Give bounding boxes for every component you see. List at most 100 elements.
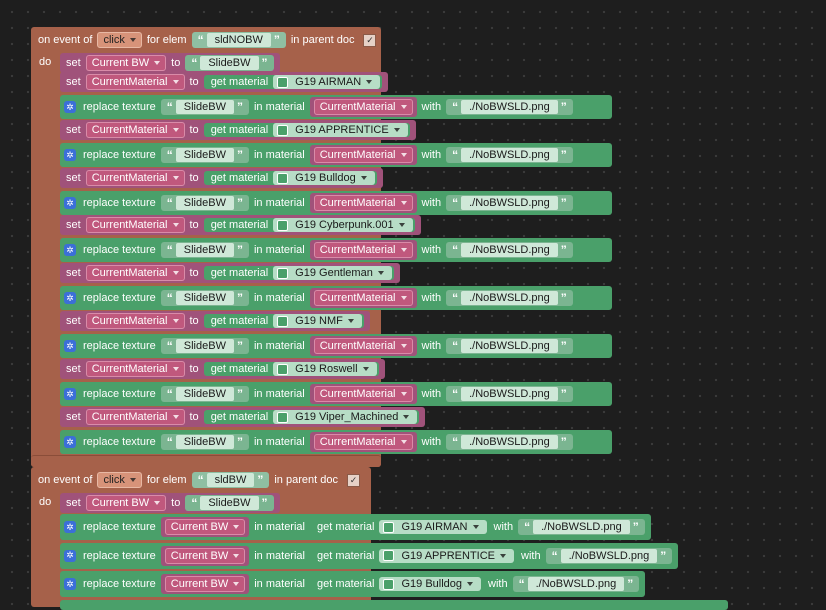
material-name-dropdown[interactable]: G19 APPRENTICE [379,548,515,563]
current-material-dropdown[interactable]: CurrentMaterial [313,242,413,258]
current-material-dropdown[interactable]: CurrentMaterial [313,434,413,450]
material-name-dropdown[interactable]: G19 NMF [273,314,362,328]
material-name-dropdown[interactable]: G19 APPRENTICE [273,123,408,137]
replace-texture-block-partial[interactable] [60,600,728,610]
set-current-bw-block[interactable]: set Current BW to “SlideBW” [60,493,280,513]
slidebw-string[interactable]: “SlideBW” [160,147,249,163]
texture-file-string[interactable]: “./NoBWSLD.png” [446,386,573,402]
current-material-dropdown[interactable]: CurrentMaterial [313,290,413,306]
event-header-sldnobw[interactable]: on event of click for elem “sldNOBW” in … [36,30,377,50]
current-material-dropdown[interactable]: CurrentMaterial [313,386,413,402]
current-material-variable[interactable]: CurrentMaterial [309,145,417,165]
gear-icon[interactable]: ✲ [64,578,76,590]
current-material-dropdown[interactable]: CurrentMaterial [85,313,185,329]
texture-file-string[interactable]: “./NoBWSLD.png” [446,242,573,258]
slidebw-string[interactable]: “SlideBW” [160,99,249,115]
material-name-dropdown[interactable]: G19 Viper_Machined [273,410,418,424]
current-bw-variable[interactable]: Current BW [160,574,250,594]
material-name-dropdown[interactable]: G19 AIRMAN [379,520,487,534]
slidebw-string[interactable]: “SlideBW” [160,386,249,402]
current-material-dropdown[interactable]: CurrentMaterial [313,195,413,211]
gear-icon[interactable]: ✲ [64,436,76,448]
material-name-dropdown[interactable]: G19 Bulldog [379,577,482,591]
gear-icon[interactable]: ✲ [64,292,76,304]
slidebw-string[interactable]: “SlideBW” [185,495,274,511]
current-bw-dropdown[interactable]: Current BW [164,547,246,564]
elem-id-string[interactable]: “sldNOBW” [191,32,286,48]
current-material-dropdown[interactable]: CurrentMaterial [313,147,413,163]
material-name-dropdown[interactable]: G19 Gentleman [273,266,392,280]
gear-icon[interactable]: ✲ [64,149,76,161]
current-material-dropdown[interactable]: CurrentMaterial [85,74,185,90]
current-material-variable[interactable]: CurrentMaterial [309,336,417,356]
slidebw-string[interactable]: “SlideBW” [160,434,249,450]
current-material-variable[interactable]: CurrentMaterial [309,288,417,308]
current-bw-dropdown[interactable]: Current BW [164,576,246,592]
current-material-variable[interactable]: CurrentMaterial [309,193,417,213]
texture-file-string[interactable]: “./NoBWSLD.png” [446,434,573,450]
current-material-dropdown[interactable]: CurrentMaterial [85,265,185,281]
in-parent-doc-checkbox[interactable]: ✓ [363,33,377,47]
event-type-dropdown[interactable]: click [97,32,142,48]
gear-icon[interactable]: ✲ [64,521,76,533]
slidebw-string[interactable]: “SlideBW” [185,55,274,71]
current-material-dropdown[interactable]: CurrentMaterial [85,361,185,377]
texture-file-string[interactable]: “./NoBWSLD.png” [512,576,640,592]
set-current-bw-block[interactable]: set Current BW to “SlideBW” [60,53,280,73]
current-bw-dropdown[interactable]: Current BW [85,495,167,511]
material-name-dropdown[interactable]: G19 Bulldog [273,171,375,185]
elem-id-string[interactable]: “sldBW” [191,472,270,488]
texture-file-string[interactable]: “./NoBWSLD.png” [446,338,573,354]
current-bw-dropdown[interactable]: Current BW [164,519,246,535]
current-bw-dropdown[interactable]: Current BW [85,55,167,71]
current-bw-variable[interactable]: Current BW [160,517,250,537]
material-name-dropdown[interactable]: G19 Roswell [273,362,377,376]
material-name-dropdown[interactable]: G19 AIRMAN [273,75,381,89]
in-parent-doc-checkbox[interactable]: ✓ [346,473,360,487]
current-bw-variable[interactable]: Current BW [160,545,250,566]
current-material-dropdown[interactable]: CurrentMaterial [85,122,185,138]
current-material-dropdown[interactable]: CurrentMaterial [313,99,413,115]
gear-icon[interactable]: ✲ [64,340,76,352]
slidebw-string[interactable]: “SlideBW” [160,242,249,258]
current-material-dropdown[interactable]: CurrentMaterial [85,217,185,233]
texture-file-string[interactable]: “./NoBWSLD.png” [446,195,573,211]
event-type-dropdown[interactable]: click [97,472,142,488]
current-material-variable[interactable]: CurrentMaterial [309,384,417,404]
texture-file-string[interactable]: “./NoBWSLD.png” [545,547,673,564]
texture-file-string[interactable]: “./NoBWSLD.png” [446,99,573,115]
gear-icon[interactable]: ✲ [64,549,76,562]
slidebw-string[interactable]: “SlideBW” [160,195,249,211]
slidebw-string[interactable]: “SlideBW” [160,338,249,354]
current-material-variable[interactable]: CurrentMaterial [309,432,417,452]
current-material-variable[interactable]: CurrentMaterial [309,97,417,117]
current-material-variable[interactable]: CurrentMaterial [309,240,417,260]
gear-icon[interactable]: ✲ [64,388,76,400]
texture-file-string[interactable]: “./NoBWSLD.png” [446,290,573,306]
